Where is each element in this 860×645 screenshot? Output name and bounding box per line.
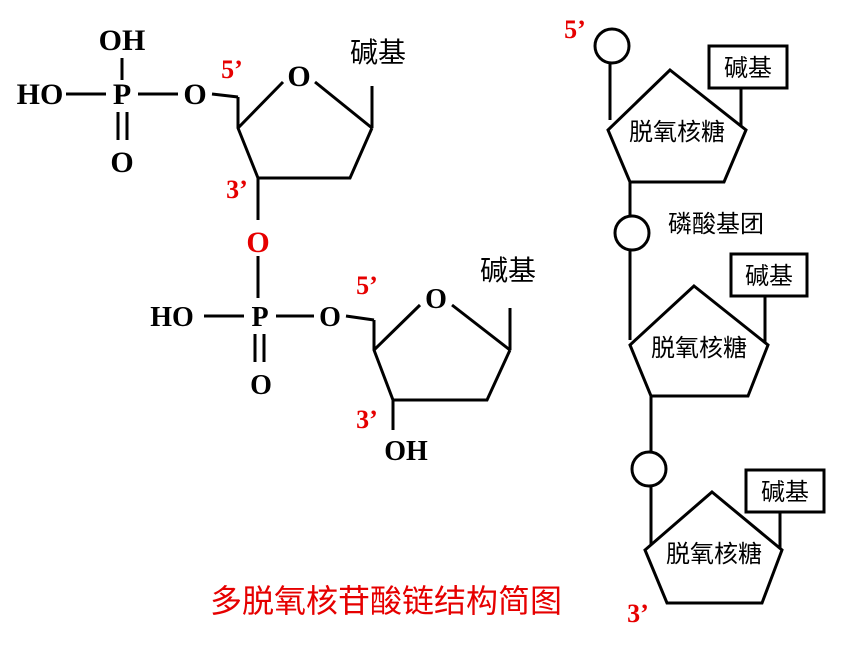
base-box-label-2: 碱基	[745, 262, 793, 290]
sugar-label-1: 脱氧核糖	[629, 118, 725, 146]
base-label-2: 碱基	[480, 254, 536, 287]
nucleotide-2-structure: HO P O O O 碱基 5’ 3’ OH	[150, 254, 536, 467]
phosphate-circle-3	[630, 450, 668, 488]
p1-o-bottom-label: O	[110, 146, 133, 179]
phosphate-circle-1	[593, 27, 631, 65]
p2-p-label: P	[251, 302, 268, 333]
p1-p-label: P	[113, 78, 131, 111]
base-box-label-1: 碱基	[724, 54, 772, 82]
sugar-pentagon-2	[628, 284, 770, 398]
sugar-label-2: 脱氧核糖	[651, 334, 747, 362]
o-to-c5-bond-2	[345, 314, 375, 322]
base-box-label-3: 碱基	[761, 478, 809, 506]
bridge-o-label: O	[246, 226, 269, 259]
phosphate-circle-2	[613, 214, 651, 252]
o-to-c5-bond-1	[211, 92, 239, 99]
schematic-three-prime: 3’	[627, 599, 649, 628]
phosphate-group-label: 磷酸基团	[668, 210, 764, 238]
sugar-label-3: 脱氧核糖	[666, 540, 762, 568]
p2-ho-label: HO	[150, 302, 194, 333]
three-prime-label-1: 3’	[226, 175, 248, 204]
ring1-o-label: O	[287, 60, 310, 93]
p1-ho-label: HO	[17, 78, 64, 111]
p2-o-bottom-label: O	[250, 370, 272, 401]
p1-oh-label: OH	[99, 24, 146, 57]
ring1-left-o-bond	[236, 80, 285, 130]
ring2-left-o-bond	[372, 303, 422, 352]
base-label-1: 碱基	[350, 36, 406, 69]
five-prime-label-1: 5’	[221, 55, 243, 84]
base-box-3	[744, 468, 826, 514]
sugar-pentagon-1	[606, 68, 748, 184]
c3-oh-label: OH	[384, 436, 428, 467]
ring2-right-o-bond	[451, 303, 511, 352]
five-prime-label-2: 5’	[356, 271, 378, 300]
base-box-2	[729, 252, 809, 298]
ring2-o-label: O	[425, 284, 447, 315]
sugar-pentagon-3	[643, 490, 784, 605]
base-box-1	[707, 44, 789, 90]
schematic-chain: 碱基 碱基 碱基 脱氧核糖 脱氧核糖 脱氧核糖 磷酸基团 5’ 3’	[564, 15, 826, 628]
p1-o-link-label: O	[183, 78, 206, 111]
ring1-right-o-bond	[314, 80, 373, 130]
schematic-five-prime: 5’	[564, 15, 586, 44]
diagram-title: 多脱氧核苷酸链结构简图	[210, 582, 562, 620]
p2-o-link-label: O	[319, 302, 341, 333]
nucleotide-1-structure: OH HO P O O O 碱基 5’ 3’	[17, 24, 406, 298]
three-prime-label-2: 3’	[356, 405, 378, 434]
